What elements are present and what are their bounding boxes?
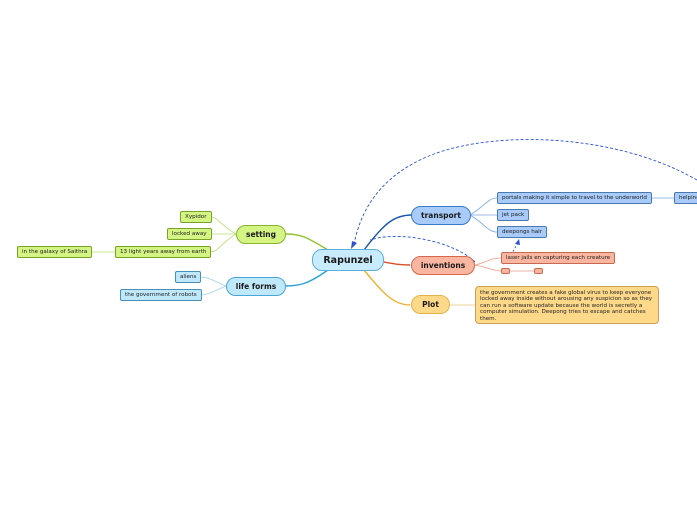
leaf-invention-empty-2[interactable]	[534, 268, 543, 274]
link-xypidor	[209, 216, 237, 235]
relationship-arrowhead-1	[351, 241, 357, 249]
leaf-helping[interactable]: helping	[674, 192, 697, 204]
topic-inventions[interactable]: inventions	[411, 256, 475, 275]
topic-plot[interactable]: Plot	[411, 295, 450, 314]
leaf-deepongs-hair[interactable]: deepongs hair	[497, 226, 548, 238]
leaf-aliens[interactable]: aliens	[175, 271, 202, 283]
link-plot	[363, 269, 411, 306]
topic-setting[interactable]: setting	[236, 225, 286, 244]
topic-life-forms[interactable]: life forms	[226, 277, 286, 296]
link-inventions	[383, 261, 411, 266]
link-portals	[469, 197, 498, 216]
link-setting	[284, 233, 329, 251]
link-laser-jails	[474, 257, 502, 266]
link-deepongs-hair	[469, 214, 498, 233]
topic-transport[interactable]: transport	[411, 206, 471, 225]
relationship-arrowhead-2	[515, 239, 520, 245]
leaf-jet-pack[interactable]: jet pack	[497, 209, 530, 221]
leaf-xypidor[interactable]: Xypidor	[180, 211, 212, 223]
leaf-laser-jails[interactable]: laser jails en capturing each creature	[501, 252, 616, 264]
leaf-locked-away[interactable]: locked away	[167, 228, 212, 240]
relationship-long-arrow	[353, 139, 697, 245]
link-13-light-years	[209, 233, 237, 253]
leaf-invention-empty-1[interactable]	[501, 268, 510, 274]
leaf-government-of-robots[interactable]: the government of robots	[120, 289, 202, 301]
leaf-13-light-years[interactable]: 13 light years away from earth	[115, 246, 212, 258]
link-government-robots	[199, 285, 227, 296]
plot-description[interactable]: the government creates a fake global vir…	[475, 286, 659, 324]
relationship-short-arrow	[369, 235, 476, 263]
link-invention-empty-1	[474, 264, 502, 272]
link-transport	[363, 214, 413, 251]
leaf-galaxy-of-saithra[interactable]: in the galaxy of Saithra	[17, 246, 93, 258]
link-aliens	[199, 276, 227, 287]
central-topic[interactable]: Rapunzel	[312, 249, 384, 271]
leaf-portals[interactable]: portals making it simple to travel to th…	[497, 192, 652, 204]
link-life-forms	[284, 269, 329, 287]
